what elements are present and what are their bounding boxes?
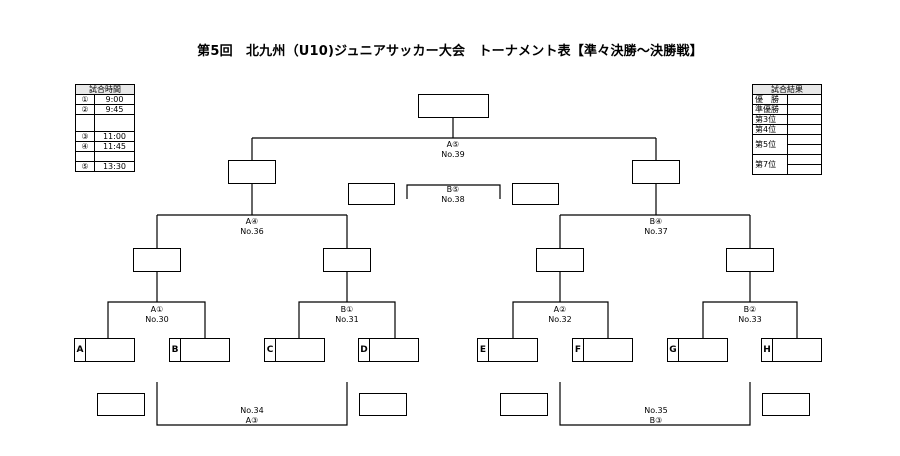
- team-letter: H: [762, 339, 773, 361]
- qf3-winner-box[interactable]: [536, 248, 584, 272]
- team-letter: A: [75, 339, 86, 361]
- semi-left-winner-box[interactable]: [228, 160, 276, 184]
- consolation-team-box[interactable]: [500, 393, 548, 416]
- qf4-winner-box[interactable]: [726, 248, 774, 272]
- team-letter: E: [478, 339, 489, 361]
- team-letter: F: [573, 339, 584, 361]
- consolation-team-box[interactable]: [359, 393, 407, 416]
- third-place-team-box[interactable]: [512, 183, 559, 205]
- team-slot-h[interactable]: H: [761, 338, 822, 362]
- team-letter: B: [170, 339, 181, 361]
- result-row: 第5位: [752, 134, 822, 155]
- champion-box[interactable]: [418, 94, 489, 118]
- team-letter: C: [265, 339, 276, 361]
- consolation-team-box[interactable]: [762, 393, 810, 416]
- team-slot-d[interactable]: D: [358, 338, 419, 362]
- semi-right-winner-box[interactable]: [632, 160, 680, 184]
- team-slot-e[interactable]: E: [477, 338, 538, 362]
- team-slot-a[interactable]: A: [74, 338, 135, 362]
- team-letter: D: [359, 339, 370, 361]
- team-slot-g[interactable]: G: [667, 338, 728, 362]
- page-title: 第5回 北九州（U10)ジュニアサッカー大会 トーナメント表【準々決勝～決勝戦】: [197, 44, 703, 59]
- team-slot-c[interactable]: C: [264, 338, 325, 362]
- team-letter: G: [668, 339, 679, 361]
- qf1-winner-box[interactable]: [133, 248, 181, 272]
- results-table: 試合結果 優 勝 準優勝 第3位 第4位 第5位 第7位: [752, 84, 822, 175]
- team-slot-b[interactable]: B: [169, 338, 230, 362]
- qf2-winner-box[interactable]: [323, 248, 371, 272]
- consolation-team-box[interactable]: [97, 393, 145, 416]
- team-slot-f[interactable]: F: [572, 338, 633, 362]
- third-place-team-box[interactable]: [348, 183, 395, 205]
